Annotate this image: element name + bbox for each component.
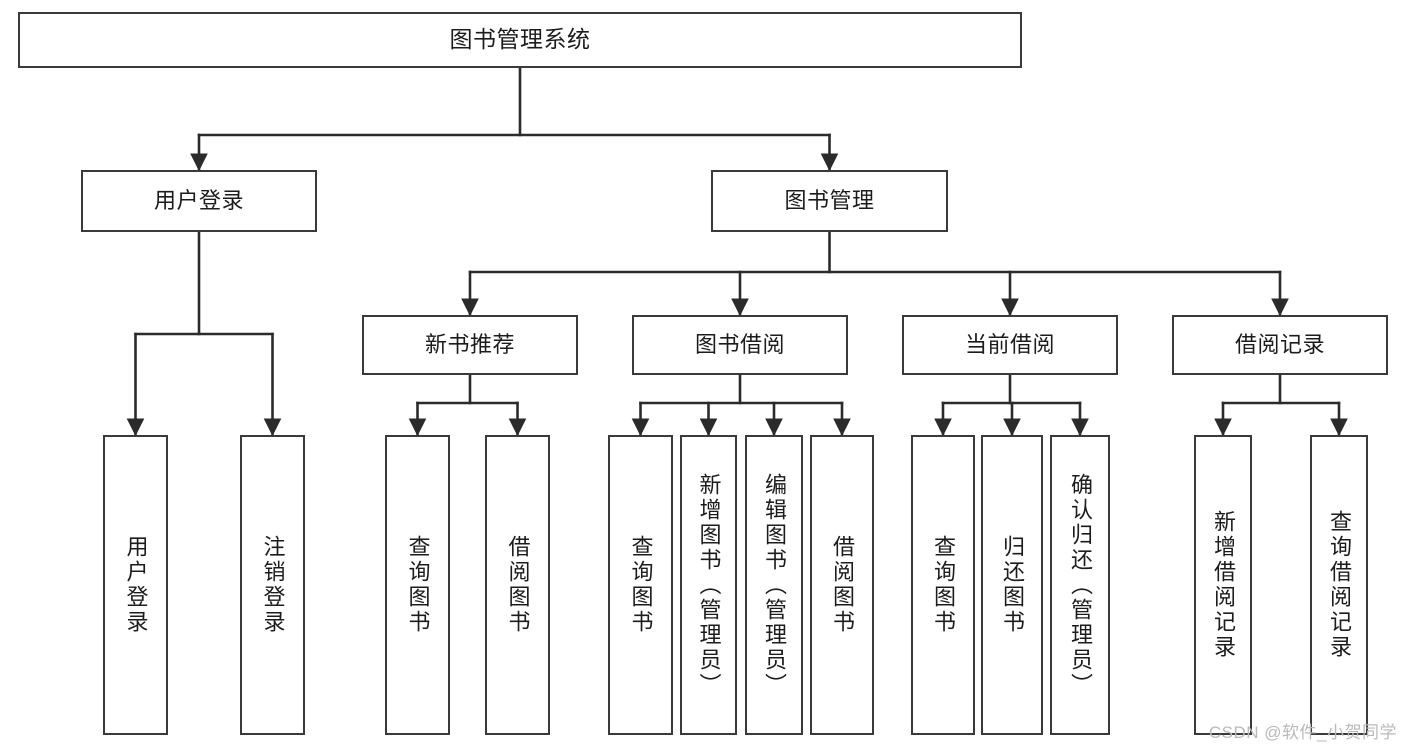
node-leaf-nb-q[interactable]: 查询图书 [385,435,450,735]
node-label: 确认归还（管理员） [1068,472,1093,698]
node-label: 新书推荐 [424,332,515,358]
node-login[interactable]: 用户登录 [81,170,317,232]
node-label: 注销登录 [260,535,286,635]
node-leaf-bo-q[interactable]: 查询图书 [608,435,673,735]
arrowhead-leaf-logout [263,418,282,437]
node-leaf-cu-c[interactable]: 确认归还（管理员） [1050,435,1110,735]
node-label: 编辑图书（管理员） [762,472,787,698]
node-leaf-login[interactable]: 用户登录 [103,435,168,735]
node-leaf-bo-add[interactable]: 新增图书（管理员） [680,435,737,735]
node-leaf-re-add[interactable]: 新增借阅记录 [1194,435,1252,735]
arrowhead-leaf-cu-r [1003,418,1021,437]
arrowhead-current [1001,298,1019,317]
node-leaf-re-q[interactable]: 查询借阅记录 [1310,435,1368,735]
node-bookmgmt[interactable]: 图书管理 [711,170,948,232]
node-label: 用户登录 [153,188,244,214]
node-leaf-bo-ed[interactable]: 编辑图书（管理员） [745,435,803,735]
node-label: 借阅记录 [1234,332,1325,358]
node-leaf-nb-b[interactable]: 借阅图书 [485,435,550,735]
node-root[interactable]: 图书管理系统 [18,12,1022,68]
arrowhead-leaf-nb-q [408,418,427,437]
arrowhead-newbooks [461,298,479,317]
node-label: 图书管理系统 [449,26,591,53]
arrowhead-leaf-login [126,418,145,437]
node-records[interactable]: 借阅记录 [1172,315,1388,375]
node-label: 图书管理 [784,188,875,214]
node-leaf-bo-br[interactable]: 借阅图书 [810,435,874,735]
arrowhead-leaf-bo-add [699,418,718,437]
arrowhead-leaf-cu-c [1071,418,1089,437]
node-label: 借阅图书 [505,535,531,635]
arrowhead-bookmgmt [820,153,839,172]
node-label: 当前借阅 [964,332,1055,358]
node-newbooks[interactable]: 新书推荐 [362,315,578,375]
arrowhead-leaf-bo-q [631,418,650,437]
node-label: 借阅图书 [830,535,855,635]
arrowhead-leaf-re-q [1330,418,1348,437]
node-label: 新增借阅记录 [1211,510,1236,660]
node-label: 新增图书（管理员） [696,472,722,698]
node-leaf-logout[interactable]: 注销登录 [240,435,305,735]
node-label: 查询图书 [931,535,956,635]
node-borrow[interactable]: 图书借阅 [632,315,848,375]
arrowhead-leaf-cu-q [934,418,952,437]
arrowhead-login [190,153,208,172]
arrowhead-leaf-nb-b [508,418,527,437]
node-label: 图书借阅 [694,332,785,358]
node-leaf-cu-r[interactable]: 归还图书 [981,435,1043,735]
node-label: 归还图书 [1000,535,1025,635]
arrowhead-leaf-re-add [1214,418,1232,437]
node-label: 用户登录 [123,535,149,635]
node-label: 查询借阅记录 [1327,510,1352,660]
arrowhead-leaf-bo-br [833,418,851,437]
arrowhead-leaf-bo-ed [765,418,783,437]
node-current[interactable]: 当前借阅 [902,315,1118,375]
node-label: 查询图书 [405,535,431,635]
node-label: 查询图书 [628,535,654,635]
arrowhead-records [1271,298,1289,317]
arrowhead-borrow [731,298,749,317]
node-leaf-cu-q[interactable]: 查询图书 [911,435,975,735]
